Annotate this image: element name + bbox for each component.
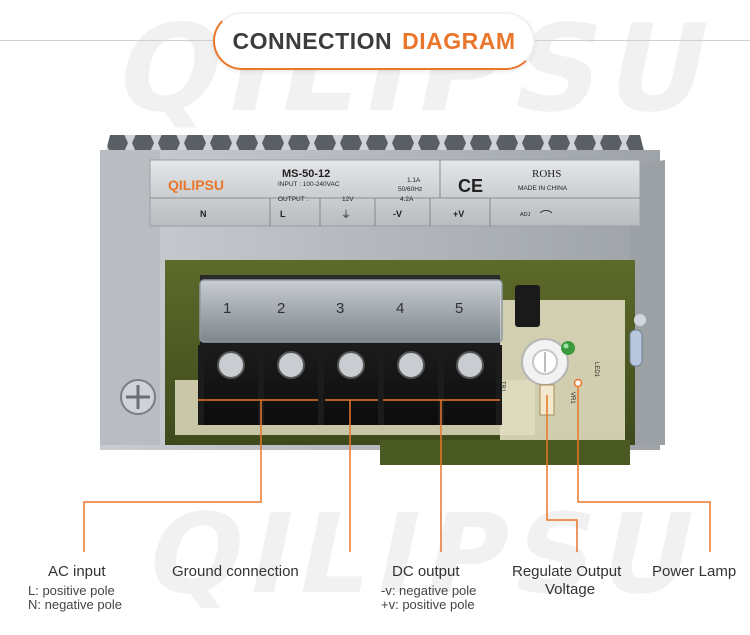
header-title-badge: CONNECTION DIAGRAM [213,12,535,70]
power-led [561,341,575,355]
terminal-number-2: 2 [277,300,285,317]
terminal-label-plus-v: +V [453,209,464,219]
terminal-label-minus-v: -V [393,209,402,219]
ground-symbol-icon: ⏚ [341,209,351,221]
terminal-number-1: 1 [223,300,231,317]
label-regulate-voltage: Voltage [545,581,596,598]
transistor [515,285,540,327]
label-rohs: ROHS [532,168,561,180]
label-output: OUTPUT : [278,196,308,203]
terminal-label-n: N [200,209,207,219]
label-ac-input-l: L: positive pole [28,583,115,598]
terminal-label-l: L [280,209,286,219]
label-dc-output-plus: +v: positive pole [381,597,475,612]
terminal-number-5: 5 [455,300,463,317]
title-connection: CONNECTION [232,27,393,54]
label-dc-output-minus: -v: negative pole [381,583,477,598]
terminal-separators [198,345,502,425]
terminal-number-4: 4 [396,300,404,317]
label-output-current: 4.2A [400,196,414,203]
pcb-label-led1: LED1 [593,362,599,378]
adj-arrow-icon [539,210,553,214]
label-input-freq: 50/60Hz [398,186,422,193]
pcb-label-vr1: VR1 [569,392,575,404]
label-ac-input: AC input [48,563,106,580]
terminal-cover [199,279,503,343]
label-power-lamp: Power Lamp [652,563,737,580]
terminal-number-3: 3 [336,300,344,317]
label-made-in: MADE IN CHINA [518,185,568,192]
power-supply-illustration: QILIPSU MS-50-12 INPUT : 100-240VAC 1.1A… [100,135,665,465]
label-brand: QILIPSU [168,177,224,193]
label-dc-output: DC output [392,563,460,580]
label-regulate-output: Regulate Output [512,563,622,580]
pcb-label-tb1: TB1 [499,381,505,393]
terminal-screws [217,351,484,379]
label-ground-connection: Ground connection [172,563,299,580]
label-model: MS-50-12 [282,168,330,180]
label-input-current: 1.1A [407,177,421,184]
label-ac-input-n: N: negative pole [28,597,122,612]
label-input: INPUT : 100-240VAC [278,181,340,188]
label-output-voltage: 12V [342,196,354,203]
label-adj: ADJ [520,212,531,218]
ce-mark: CE [458,176,483,196]
title-diagram: DIAGRAM [402,27,516,54]
spec-label [149,159,641,227]
